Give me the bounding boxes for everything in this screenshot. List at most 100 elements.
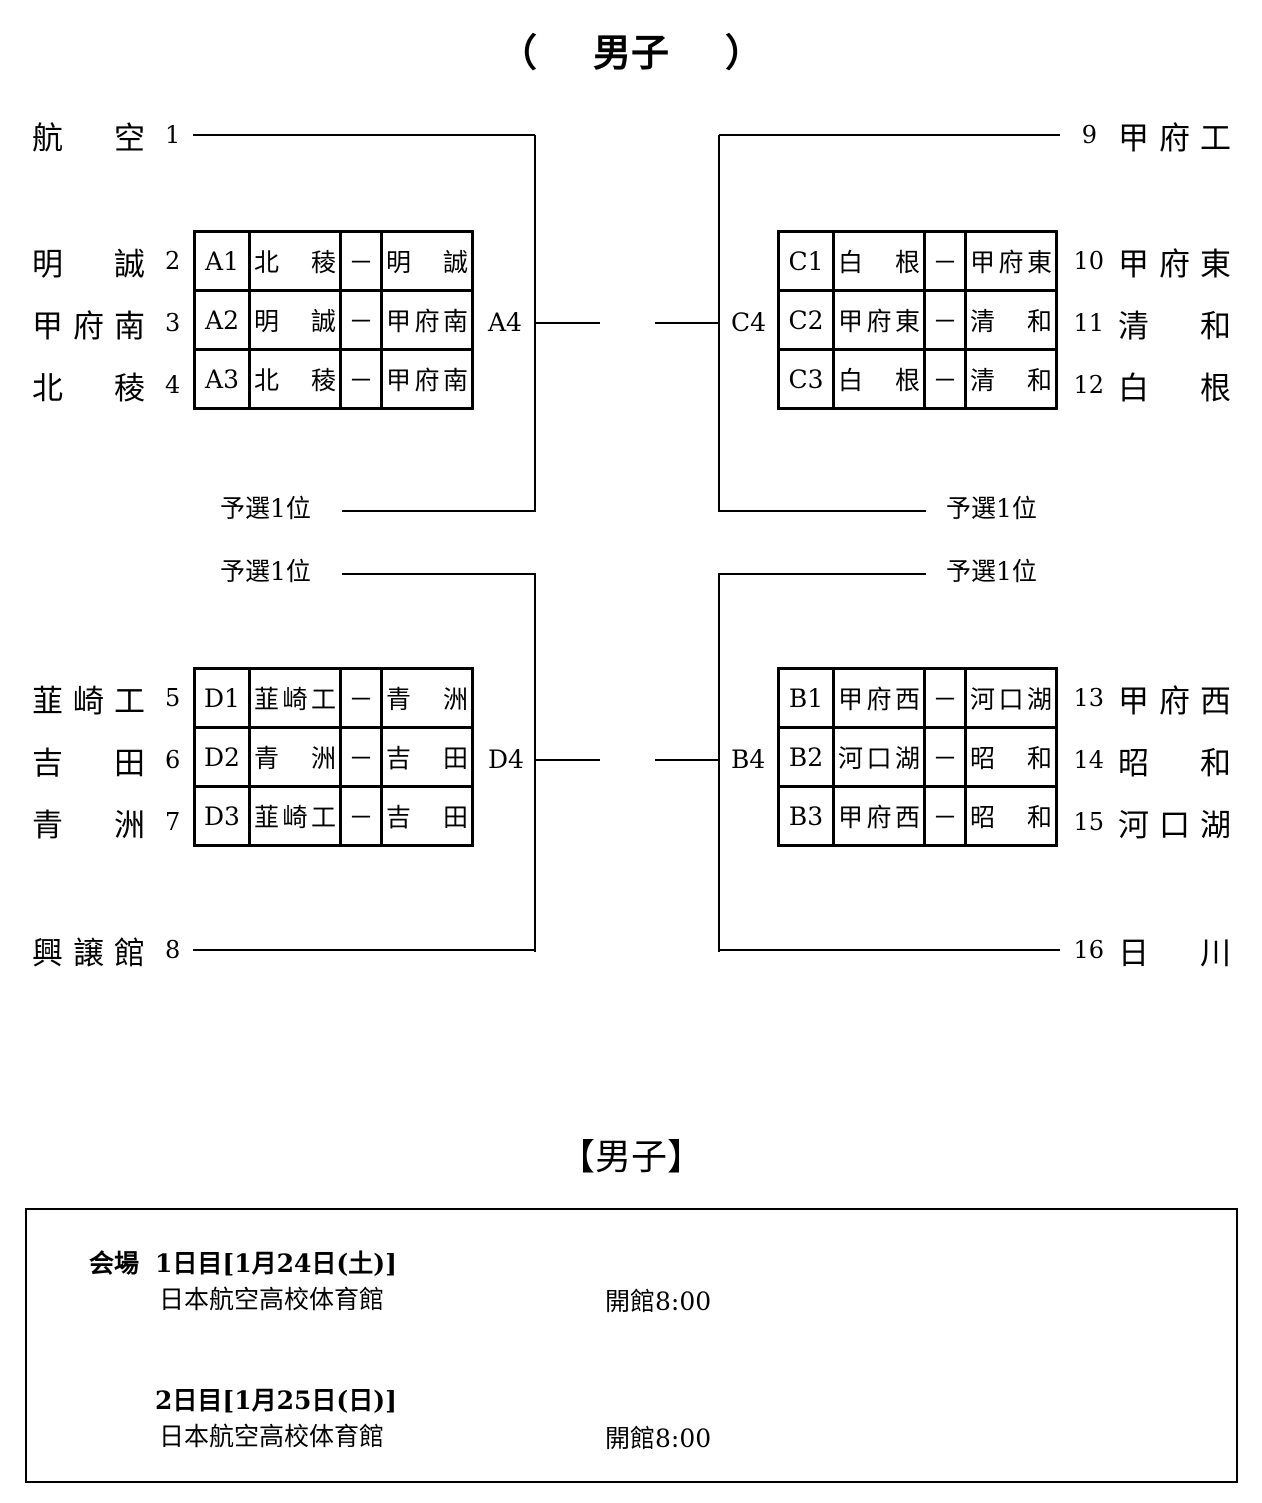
bracket-line	[193, 949, 535, 951]
match-team-2: 昭和	[964, 785, 1058, 847]
match-team-1: 甲府東	[832, 289, 926, 351]
venue-label: 会場	[89, 1249, 140, 1278]
day2-open-time: 開館8:00	[605, 1424, 712, 1453]
day1-date: 1日目[1月24日(土)]	[155, 1249, 397, 1278]
name-char: 甲	[838, 307, 864, 336]
team-label: 河口湖	[967, 680, 1055, 716]
match-team-1: 河口湖	[832, 726, 926, 788]
day2-venue: 日本航空高校体育館	[159, 1422, 385, 1451]
match-team-2: 河口湖	[964, 667, 1058, 729]
name-char: 航	[32, 120, 63, 157]
name-char: 湖	[1200, 807, 1231, 844]
match-team-2: 甲府南	[380, 348, 474, 410]
name-char: 根	[894, 366, 920, 395]
name-char: 府	[866, 685, 892, 714]
team-name: 韮崎工	[32, 678, 145, 720]
team-label: 明誠	[251, 302, 339, 338]
team-label: 昭和	[967, 798, 1055, 834]
team-label: 甲府西	[835, 798, 923, 834]
team-name: 明誠	[32, 241, 145, 283]
team-label: 昭和	[967, 739, 1055, 775]
team-number: 1	[165, 121, 181, 149]
team-number: 12	[1073, 371, 1104, 399]
match-team-1: 北稜	[248, 230, 342, 292]
match-team-1: 北稜	[248, 348, 342, 410]
match-dash: －	[339, 785, 383, 847]
name-char: 甲	[386, 366, 412, 395]
match-code: D1	[193, 667, 251, 729]
match-dash: －	[339, 667, 383, 729]
name-char: 府	[998, 248, 1024, 277]
name-char: 工	[310, 685, 336, 714]
name-char: 府	[414, 307, 440, 336]
bracket-line	[719, 134, 1060, 136]
qualifier-label: 予選1位	[220, 557, 311, 586]
name-char: 昭	[970, 803, 996, 832]
match-code: B2	[777, 726, 835, 788]
name-char: 洲	[310, 744, 336, 773]
qualifier-label: 予選1位	[946, 557, 1037, 586]
team-label: 甲府東	[835, 302, 923, 338]
name-char: 工	[114, 683, 145, 720]
name-char: 明	[386, 248, 412, 277]
bracket-vertical-line	[718, 135, 720, 512]
name-char: 洲	[114, 807, 145, 844]
match-team-1: 青洲	[248, 726, 342, 788]
name-char: 明	[254, 307, 280, 336]
team-number: 11	[1073, 309, 1104, 337]
name-char: 湖	[894, 744, 920, 773]
name-char: 北	[254, 248, 280, 277]
match-team-2: 甲府南	[380, 289, 474, 351]
name-char: 西	[894, 803, 920, 832]
name-char: 南	[114, 308, 145, 345]
team-name: 白根	[1118, 365, 1231, 407]
team-label: 白根	[835, 243, 923, 279]
team-name: 北稜	[32, 365, 145, 407]
name-char: 稜	[310, 248, 336, 277]
name-char: 和	[1026, 803, 1052, 832]
match-dash: －	[923, 230, 967, 292]
name-char: 和	[1200, 308, 1231, 345]
name-char: 韮	[32, 683, 63, 720]
match-code: A1	[193, 230, 251, 292]
name-char: 府	[1159, 120, 1190, 157]
name-char: 甲	[32, 308, 63, 345]
team-label: 明誠	[383, 243, 471, 279]
name-char: 韮	[254, 803, 280, 832]
match-code: B1	[777, 667, 835, 729]
team-name: 甲府南	[32, 303, 145, 345]
name-char: 白	[838, 248, 864, 277]
match-dash: －	[339, 289, 383, 351]
name-char: 府	[1159, 246, 1190, 283]
team-number: 14	[1073, 746, 1104, 774]
name-char: 青	[254, 744, 280, 773]
team-number: 5	[165, 684, 181, 712]
name-char: 河	[1118, 807, 1149, 844]
bracket-line	[193, 134, 535, 136]
match-dash: －	[339, 348, 383, 410]
title-text: 男子	[592, 30, 669, 75]
bracket-line	[535, 759, 600, 761]
team-number: 13	[1073, 684, 1104, 712]
match-code: A2	[193, 289, 251, 351]
name-char: 甲	[1118, 683, 1149, 720]
match-team-1: 白根	[832, 348, 926, 410]
match-team-1: 韮崎工	[248, 785, 342, 847]
match-team-1: 甲府西	[832, 785, 926, 847]
name-char: 北	[254, 366, 280, 395]
name-char: 白	[1118, 370, 1149, 407]
name-char: 明	[32, 246, 63, 283]
name-char: 田	[442, 744, 468, 773]
name-char: 田	[114, 745, 145, 782]
name-char: 口	[866, 744, 892, 773]
name-char: 館	[114, 935, 145, 972]
match-dash: －	[923, 348, 967, 410]
name-char: 府	[73, 308, 104, 345]
team-label: 甲府南	[383, 302, 471, 338]
